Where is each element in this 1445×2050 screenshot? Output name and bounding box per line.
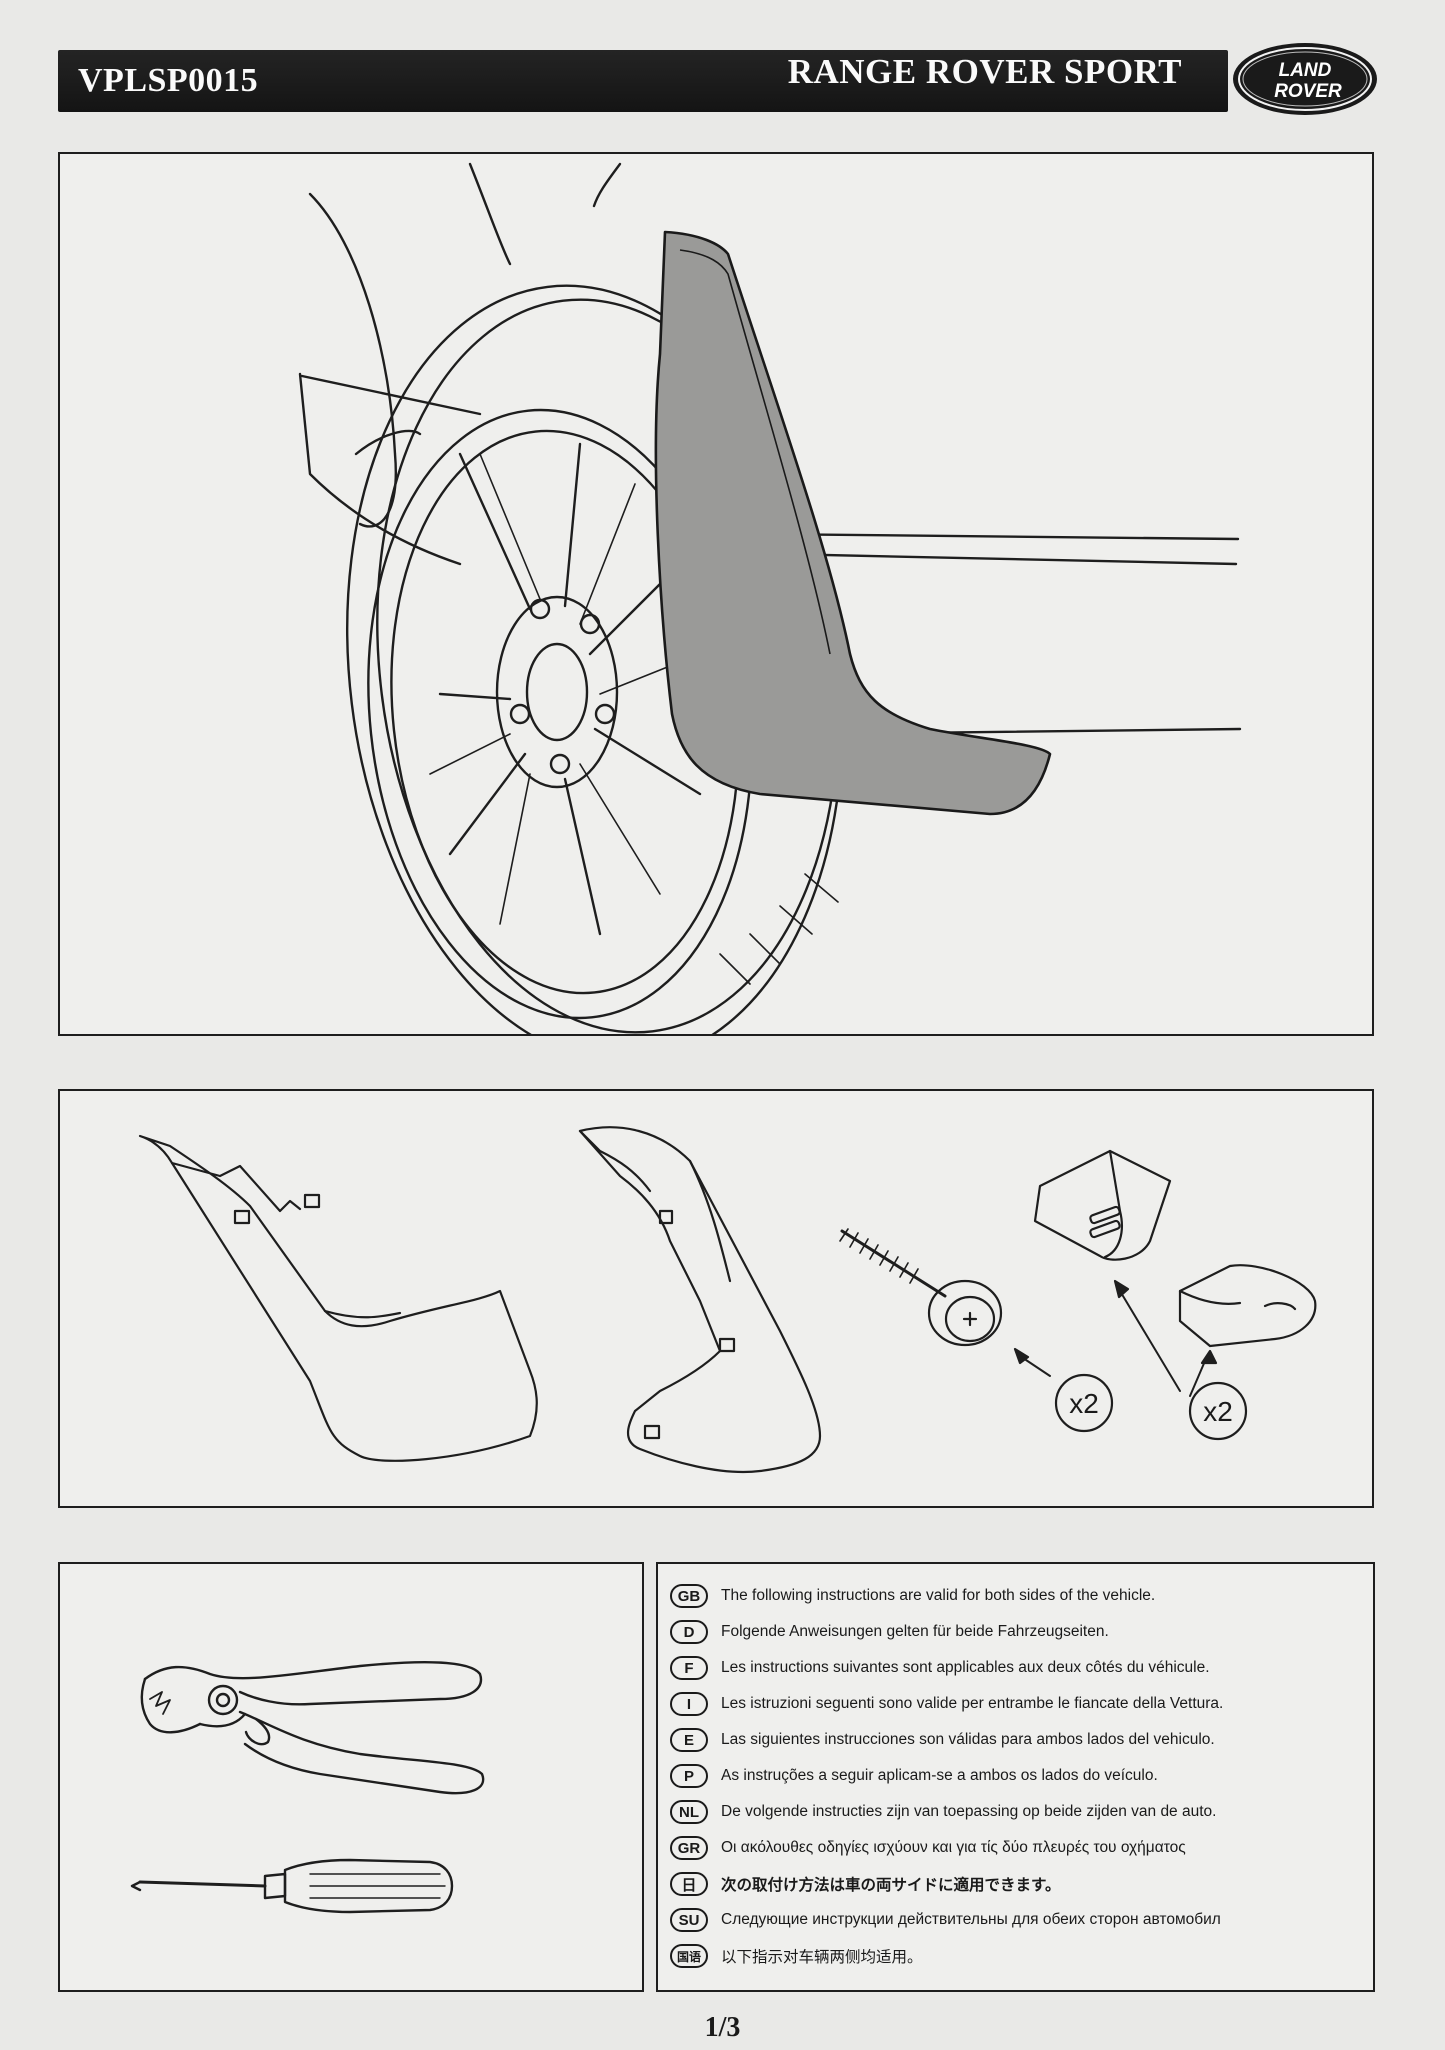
instruction-row: SU Следующие инструкции действительны дл… [670, 1902, 1365, 1938]
instruction-text: De volgende instructies zijn van toepass… [721, 1803, 1217, 1820]
clip-qty-label: x2 [1203, 1396, 1233, 1427]
clip-part-1 [1033, 1149, 1172, 1261]
screw-head [927, 1279, 1003, 1347]
body-crease-line [308, 192, 397, 528]
instruction-row: D Folgende Anweisungen gelten für beide … [670, 1614, 1365, 1650]
language-code-badge: F [670, 1656, 708, 1680]
language-instructions-panel: GB The following instructions are valid … [656, 1562, 1375, 1992]
mudflap-installed [654, 230, 1052, 816]
instruction-row: P As instruções a seguir aplicam-se a am… [670, 1758, 1365, 1794]
language-code-badge: 日 [670, 1872, 708, 1896]
language-code-badge: SU [670, 1908, 708, 1932]
instruction-row: NL De volgende instructies zijn van toep… [670, 1794, 1365, 1830]
installed-mudflap-illustration-panel [58, 152, 1374, 1036]
logo-text-line2: ROVER [1274, 81, 1342, 102]
instruction-text: Folgende Anweisungen gelten für beide Fa… [721, 1623, 1109, 1640]
instruction-text: The following instructions are valid for… [721, 1587, 1156, 1604]
screwdriver-icon [130, 1858, 454, 1914]
clip-qty-badge [1188, 1381, 1248, 1441]
language-code-badge: P [670, 1764, 708, 1788]
instruction-text: Las siguientes instrucciones son válidas… [721, 1731, 1215, 1748]
instruction-text: Les instructions suivantes sont applicab… [721, 1659, 1210, 1676]
instruction-row: GR Οι ακόλουθες οδηγίες ισχύουν και για … [670, 1830, 1365, 1866]
screw-qty-badge [1054, 1373, 1114, 1433]
instruction-text: Οι ακόλουθες οδηγίες ισχύουν και για τίς… [721, 1839, 1186, 1856]
instruction-text: 以下指示对车辆两侧均适用。 [721, 1949, 923, 1966]
parts-drawing: x2 x2 [138, 1126, 1317, 1474]
installed-mudflap-drawing [298, 162, 1242, 1034]
pliers-icon [140, 1661, 485, 1795]
document-code: VPLSP0015 [78, 62, 259, 99]
vehicle-name: RANGE ROVER SPORT [787, 52, 1182, 91]
language-code-badge: E [670, 1728, 708, 1752]
instruction-row: I Les istruzioni seguenti sono valide pe… [670, 1686, 1365, 1722]
instruction-row: 日 次の取付け方法は車の両サイドに適用できます。 [670, 1866, 1365, 1902]
language-code-badge: NL [670, 1800, 708, 1824]
instruction-row: 国语 以下指示对车辆两侧均适用。 [670, 1938, 1365, 1974]
wheel-hub [495, 595, 619, 789]
instruction-text: 次の取付け方法は車の両サイドに適用できます。 [721, 1877, 1061, 1894]
mudflap-right-part [578, 1126, 822, 1474]
language-code-badge: 国语 [670, 1944, 708, 1968]
language-code-badge: GR [670, 1836, 708, 1860]
logo-text-line1: LAND [1279, 60, 1332, 81]
instruction-row: GB The following instructions are valid … [670, 1578, 1365, 1614]
page-number: 1/3 [704, 2012, 741, 2043]
screw-qty-label: x2 [1069, 1388, 1099, 1419]
required-tools-panel [58, 1562, 644, 1992]
land-rover-logo: LAND ROVER [1233, 43, 1377, 115]
instructions-list: GB The following instructions are valid … [670, 1578, 1365, 1974]
instruction-row: E Las siguientes instrucciones son válid… [670, 1722, 1365, 1758]
language-code-badge: GB [670, 1584, 708, 1608]
mudflap-left-part [138, 1134, 538, 1462]
instruction-text: Les istruzioni seguenti sono valide per … [721, 1695, 1224, 1712]
language-code-badge: I [670, 1692, 708, 1716]
language-code-badge: D [670, 1620, 708, 1644]
instruction-text: Следующие инструкции действительны для о… [721, 1911, 1221, 1928]
parts-contents-panel: x2 x2 [58, 1089, 1374, 1508]
clip-part-2 [1178, 1264, 1317, 1348]
instruction-row: F Les instructions suivantes sont applic… [670, 1650, 1365, 1686]
tools-drawing [130, 1661, 485, 1914]
header-bar [58, 50, 1228, 112]
instruction-text: As instruções a seguir aplicam-se a ambo… [721, 1767, 1158, 1784]
